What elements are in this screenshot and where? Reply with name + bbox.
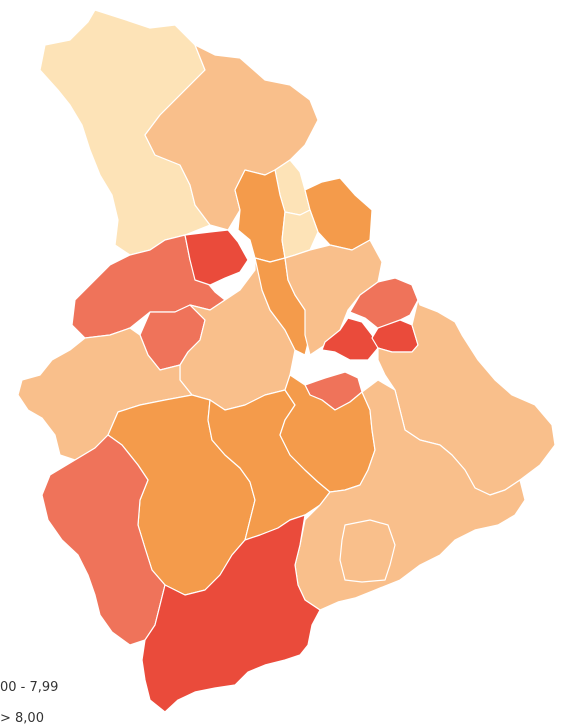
legend-item-1: 00 - 7,99 [0, 680, 59, 695]
region-east-north-district[interactable] [304, 177, 373, 251]
region-south-district[interactable] [141, 514, 321, 713]
region-red-enclave-east-a[interactable] [321, 317, 379, 361]
region-coral-east-district[interactable] [349, 277, 419, 331]
region-southeast-inner-district[interactable] [339, 519, 396, 583]
region-red-enclave-west[interactable] [184, 229, 249, 286]
region-east-central-district[interactable] [284, 239, 383, 356]
legend-item-2: > 8,00 [0, 711, 44, 726]
region-central-north-district[interactable] [234, 169, 286, 263]
